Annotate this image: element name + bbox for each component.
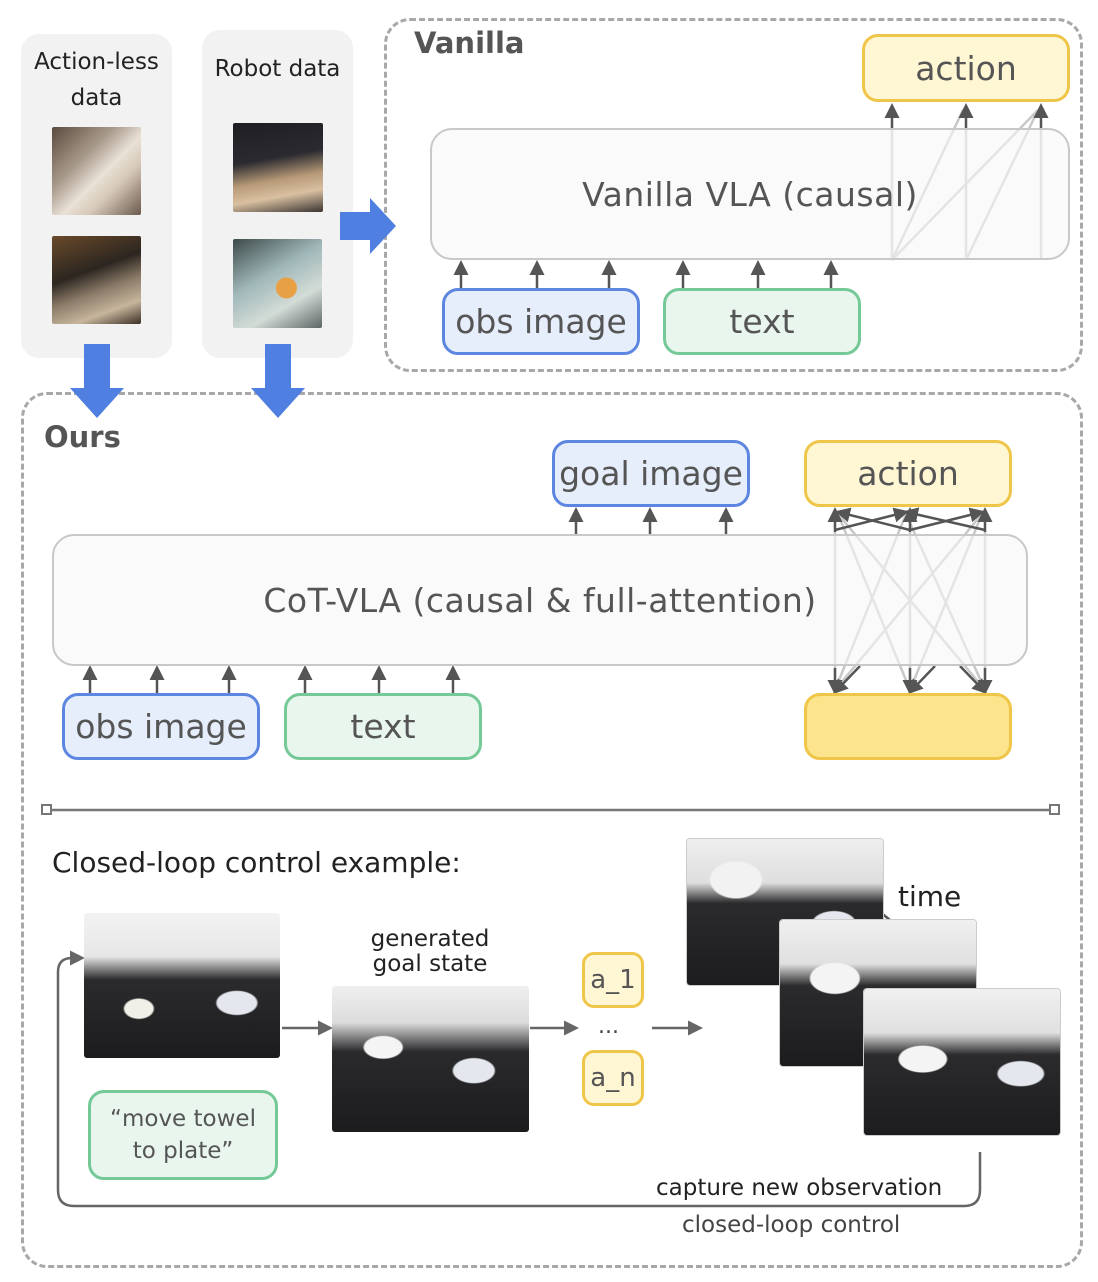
ours-input-arrows: [82, 665, 461, 693]
closed-loop-path: [56, 950, 982, 1208]
vanilla-title: Vanilla: [414, 26, 525, 60]
actionless-thumb-2: [52, 236, 141, 324]
vanilla-section: [384, 18, 1083, 372]
result-frame-3: [864, 989, 1060, 1135]
time-label: time: [898, 880, 962, 913]
goal-output-arrows: [568, 507, 734, 534]
instruction-text: “move towel to plate”: [110, 1106, 256, 1164]
goal-image-box: goal image: [552, 440, 750, 507]
robot-thumb-2: [233, 239, 322, 328]
section-divider: [41, 804, 1060, 815]
action-tokens-box: [804, 693, 1012, 760]
action-token-an: a_n: [582, 1050, 644, 1106]
vanilla-text-box: text: [663, 288, 861, 355]
action-token-ellipsis: ...: [598, 1014, 619, 1039]
actionless-thumb-1: [52, 127, 141, 215]
actionless-data-label: Action-less data: [34, 49, 159, 111]
vanilla-action-box: action: [862, 34, 1070, 102]
ours-section: [21, 392, 1083, 1268]
ours-action-box: action: [804, 440, 1012, 507]
example-title: Closed-loop control example:: [52, 846, 461, 879]
action-token-a1: a_1: [582, 952, 644, 1008]
capture-label: capture new observation: [656, 1175, 943, 1201]
vanilla-vla-model: Vanilla VLA (causal): [430, 128, 1070, 260]
vanilla-vla-label: Vanilla VLA (causal): [582, 174, 918, 214]
ours-obs-image-box: obs image: [62, 693, 260, 760]
vanilla-output-arrows: [884, 103, 1049, 128]
initial-observation-photo: [84, 913, 280, 1058]
cot-vla-label: CoT-VLA (causal & full-attention): [263, 580, 817, 620]
ours-title: Ours: [44, 420, 121, 454]
vanilla-obs-image-box: obs image: [442, 288, 640, 355]
blue-arrow-robot-down: [251, 344, 305, 418]
generated-goal-label-line1: generated: [370, 926, 490, 952]
generated-goal-label-line2: goal state: [372, 951, 488, 977]
blue-arrow-to-vanilla: [340, 198, 396, 254]
instruction-box: “move towel to plate”: [88, 1090, 278, 1180]
cot-vla-model: CoT-VLA (causal & full-attention): [52, 534, 1028, 666]
robot-data-label: Robot data: [214, 56, 341, 82]
generated-goal-photo: [332, 986, 529, 1132]
vanilla-input-arrows: [453, 260, 839, 288]
closed-loop-label: closed-loop control: [682, 1212, 901, 1238]
ours-action-arrows: [827, 507, 993, 695]
ours-text-box: text: [284, 693, 482, 760]
robot-thumb-1: [233, 123, 323, 212]
blue-arrow-actionless-down: [70, 344, 124, 418]
